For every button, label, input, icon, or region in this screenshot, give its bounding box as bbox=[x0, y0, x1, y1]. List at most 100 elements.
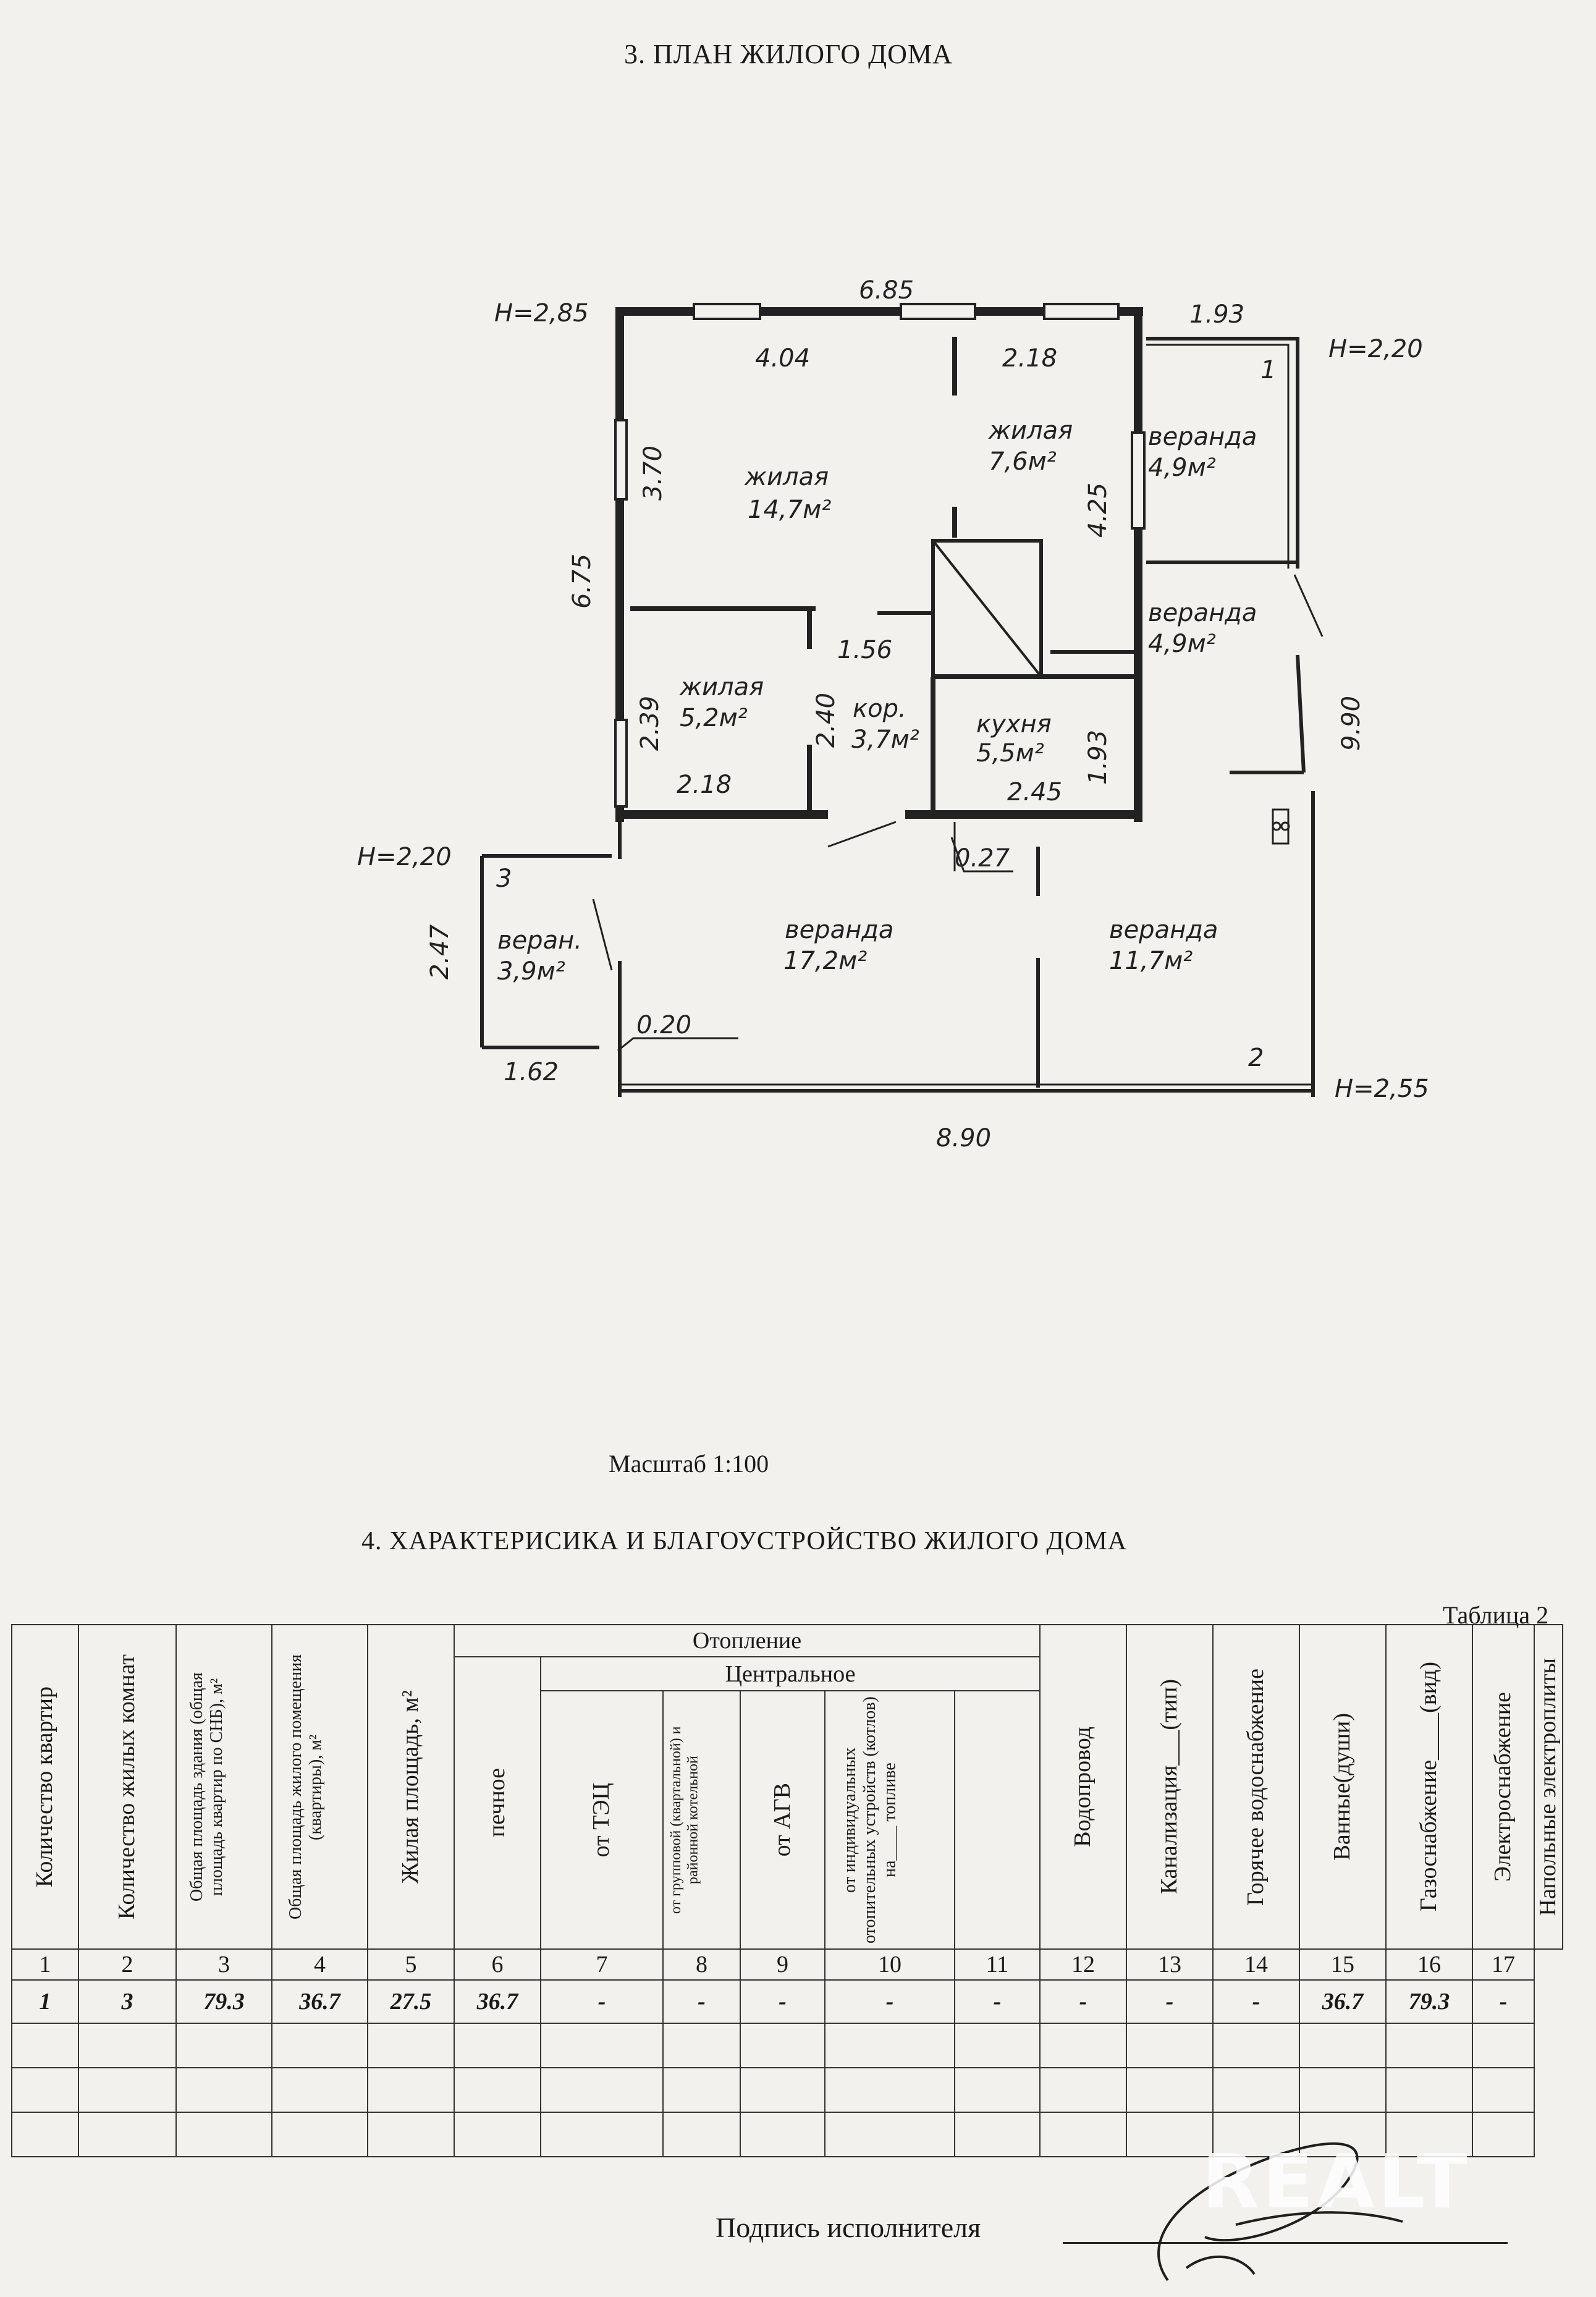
col-number: 8 bbox=[662, 1948, 741, 1981]
room-area-veranda-right: 11,7м² bbox=[1109, 947, 1193, 975]
dim-vert-overall-right: 9.90 bbox=[1337, 696, 1366, 751]
cell-value: - bbox=[662, 1979, 741, 2024]
room-area-kitchen: 5,5м² bbox=[976, 739, 1044, 768]
room-name-corridor: кор. bbox=[853, 695, 906, 723]
col-number: 3 bbox=[175, 1948, 272, 1981]
header-text: Общая площадь здания (общая площадь квар… bbox=[187, 1672, 226, 1901]
col-number: 9 bbox=[740, 1948, 825, 1981]
cell-value: 1 bbox=[11, 1979, 79, 2024]
cell-value: 27.5 bbox=[367, 1979, 455, 2024]
header-text: Общая площадь жилого помещения (квартиры… bbox=[285, 1654, 325, 1919]
room-area-living-2: 7,6м² bbox=[989, 447, 1057, 476]
table-row bbox=[11, 2067, 1563, 2113]
header-text: от групповой (квартальной) и районной ко… bbox=[667, 1726, 701, 1914]
dim-top-overall: 6.85 bbox=[859, 276, 914, 305]
dim-corridor: 1.56 bbox=[837, 636, 892, 664]
cell-value: 79.3 bbox=[1385, 1979, 1473, 2024]
room-name-veranda-right: веранда bbox=[1109, 916, 1218, 944]
header-cell-10: от индивидуальных отопительных устройств… bbox=[824, 1690, 955, 1950]
dim-bottom-overall: 8.90 bbox=[936, 1124, 991, 1153]
header-text: Горячее водоснабжение bbox=[1243, 1668, 1269, 1906]
section-3-title: 3. ПЛАН ЖИЛОГО ДОМА bbox=[624, 39, 953, 69]
height-label-left: H=2,20 bbox=[357, 843, 452, 871]
room-area-corridor: 3,7м² bbox=[851, 725, 919, 754]
signature-mark bbox=[1157, 2142, 1403, 2282]
header-cell-4: Общая площадь жилого помещения (квартиры… bbox=[271, 1624, 368, 1950]
col-number: 13 bbox=[1126, 1948, 1214, 1981]
cell-value: - bbox=[824, 1979, 955, 2024]
dim-small-room-bottom: 2.18 bbox=[677, 771, 732, 799]
dim-vert-room-right: 4.25 bbox=[1084, 483, 1112, 538]
cell-value: - bbox=[740, 1979, 825, 2024]
room-area-veranda-2: 4,9м² bbox=[1148, 630, 1216, 658]
col-number: 17 bbox=[1472, 1948, 1535, 1981]
header-text: Количество квартир bbox=[32, 1686, 58, 1888]
signature-line bbox=[1063, 2242, 1508, 2244]
header-text: Ванные(души) bbox=[1329, 1713, 1356, 1861]
col-number: 7 bbox=[540, 1948, 664, 1981]
header-text: Газоснабжение____(вид) bbox=[1416, 1662, 1442, 1912]
section-4-title: 4. ХАРАКТЕРИСИКА И БЛАГОУСТРОЙСТВО ЖИЛОГ… bbox=[361, 1527, 1128, 1555]
signature-label: Подпись исполнителя bbox=[716, 2212, 981, 2243]
header-cell-7: от ТЭЦ bbox=[540, 1690, 664, 1950]
header-cell-8: от групповой (квартальной) и районной ко… bbox=[662, 1690, 741, 1950]
col-number: 11 bbox=[954, 1948, 1041, 1981]
col-number: 2 bbox=[78, 1948, 177, 1981]
col-number: 4 bbox=[271, 1948, 368, 1981]
dim-vert-corridor: 2.40 bbox=[812, 693, 840, 748]
col-number: 14 bbox=[1212, 1948, 1300, 1981]
dim-vert-small-room: 2.39 bbox=[636, 696, 664, 751]
header-cell-5: Жилая площадь, м² bbox=[367, 1624, 455, 1950]
room-area-living-3: 5,2м² bbox=[680, 704, 748, 732]
header-text: печное bbox=[484, 1768, 510, 1838]
header-cell-14: Ванные(души) bbox=[1299, 1624, 1387, 1950]
watermark-logo: REALT bbox=[1202, 2139, 1471, 2225]
header-cell-6: печное bbox=[454, 1656, 541, 1950]
scale-text: Масштаб 1:100 bbox=[609, 1450, 769, 1478]
dim-top-room-right: 2.18 bbox=[1002, 344, 1057, 373]
header-otoplenie: Отопление bbox=[454, 1624, 1041, 1657]
room-name-living-2: жилая bbox=[988, 417, 1073, 445]
height-label-bottom-right: H=2,55 bbox=[1335, 1075, 1429, 1103]
header-cell-17: Напольные электроплиты bbox=[1534, 1624, 1563, 1950]
header-cell-1: Количество квартир bbox=[11, 1624, 79, 1950]
header-text: Канализация___(тип) bbox=[1156, 1679, 1183, 1895]
cell-value: - bbox=[1212, 1979, 1300, 2024]
cell-value: 36.7 bbox=[1299, 1979, 1387, 2024]
col-number: 6 bbox=[454, 1948, 541, 1981]
header-cell-12: Канализация___(тип) bbox=[1126, 1624, 1214, 1950]
header-text: Жилая площадь, м² bbox=[397, 1690, 424, 1884]
dim-vert-left-veranda: 2.47 bbox=[426, 924, 454, 979]
header-cell-11: Водопровод bbox=[1039, 1624, 1127, 1950]
header-cell-9: от АГВ bbox=[740, 1690, 825, 1950]
header-cell-2: Количество жилых комнат bbox=[78, 1624, 177, 1950]
marker-1: 1 bbox=[1260, 356, 1276, 384]
header-text: от ТЭЦ bbox=[588, 1782, 615, 1858]
dim-kitchen-bottom: 2.45 bbox=[1007, 778, 1062, 806]
cell-value: 3 bbox=[78, 1979, 177, 2024]
room-name-kitchen: кухня bbox=[976, 710, 1052, 738]
dim-top-room-left: 4.04 bbox=[755, 344, 810, 373]
table-row: 1 3 79.3 36.7 27.5 36.7 - - - - - - - - … bbox=[11, 1979, 1563, 2024]
table-row bbox=[11, 2112, 1563, 2157]
room-name-veranda-left: веран. bbox=[497, 926, 582, 955]
header-text: Напольные электроплиты bbox=[1535, 1657, 1561, 1916]
marker-3: 3 bbox=[496, 865, 512, 893]
header-centralnoe: Центральное bbox=[540, 1656, 1041, 1691]
floor-plan: H=2,85 H=2,20 H=2,20 H=2,55 6.85 4.04 2.… bbox=[357, 276, 1429, 1153]
header-text: от АГВ bbox=[769, 1783, 795, 1857]
header-text: Электроснабжение bbox=[1490, 1691, 1516, 1882]
room-name-veranda-2: веранда bbox=[1148, 599, 1257, 627]
cell-value: - bbox=[1039, 1979, 1127, 2024]
room-name-living-3: жилая bbox=[679, 673, 764, 701]
header-cell-3: Общая площадь здания (общая площадь квар… bbox=[175, 1624, 272, 1950]
header-text: Количество жилых комнат bbox=[114, 1654, 140, 1920]
col-number: 1 bbox=[11, 1948, 79, 1981]
room-area-veranda-left: 3,9м² bbox=[497, 957, 565, 986]
room-area-veranda-1: 4,9м² bbox=[1148, 454, 1216, 482]
characteristics-table: Количество квартир Количество жилых комн… bbox=[11, 1624, 1563, 2157]
room-area-veranda-center: 17,2м² bbox=[783, 947, 867, 975]
header-text: от индивидуальных отопительных устройств… bbox=[840, 1696, 900, 1944]
header-cell-16: Электроснабжение bbox=[1472, 1624, 1535, 1950]
cell-value: - bbox=[540, 1979, 664, 2024]
